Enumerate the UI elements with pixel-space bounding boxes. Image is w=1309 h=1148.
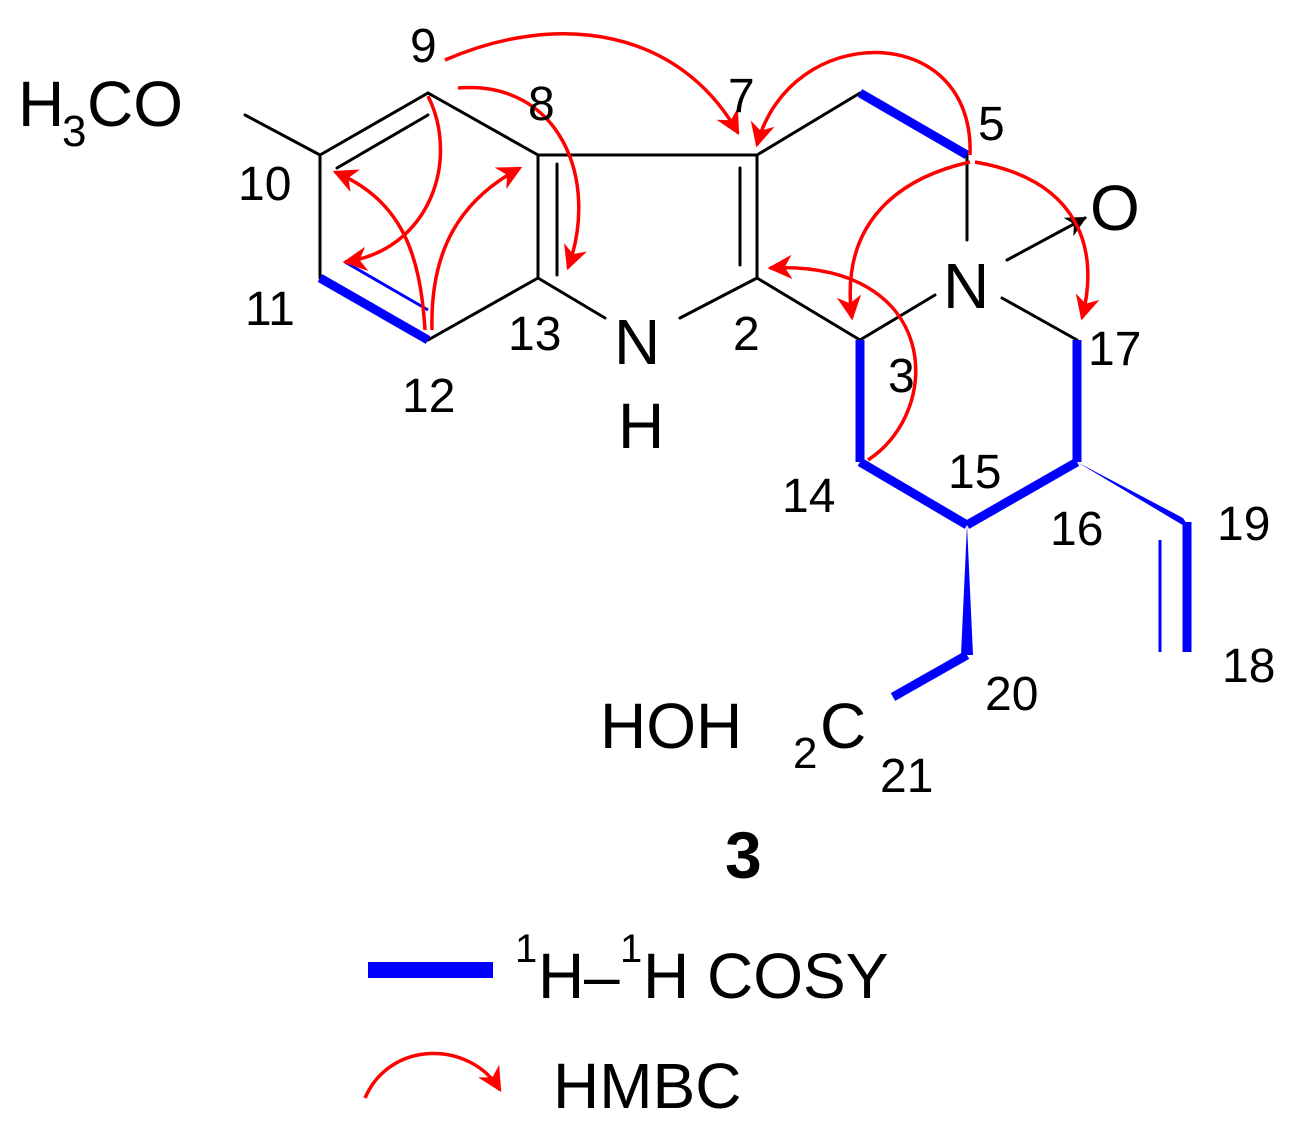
hmbc-arrows	[332, 32, 1100, 462]
svg-text:9: 9	[410, 20, 437, 73]
svg-text:3: 3	[888, 350, 915, 403]
svg-text:1: 1	[620, 927, 642, 971]
svg-text:20: 20	[985, 668, 1038, 721]
svg-text:3: 3	[62, 107, 86, 156]
oxide-oxygen: O	[1090, 172, 1140, 244]
svg-text:14: 14	[782, 470, 835, 523]
indole-nitrogen: N	[614, 306, 660, 378]
atom-numbers: 9 8 7 5 10 11 13 2 17 3 12 15 14 16 19 1…	[238, 20, 1275, 721]
hydroxymethyl-label: HOH 2 C 21	[600, 690, 933, 803]
svg-text:8: 8	[528, 78, 555, 131]
svg-text:CO: CO	[87, 68, 183, 140]
amine-nitrogen: N	[943, 250, 989, 322]
svg-text:12: 12	[402, 370, 455, 423]
n-oxide-arrow	[1005, 216, 1087, 262]
svg-text:H COSY: H COSY	[643, 940, 888, 1012]
svg-text:2: 2	[733, 308, 760, 361]
hmbc-legend-label: HMBC	[553, 1050, 741, 1122]
skeleton-bonds	[243, 91, 1079, 342]
svg-text:HOH: HOH	[600, 690, 742, 762]
legend: 1 H – 1 H COSY HMBC	[363, 927, 888, 1122]
svg-text:H: H	[18, 68, 64, 140]
svg-text:16: 16	[1050, 503, 1103, 556]
svg-text:C: C	[820, 690, 866, 762]
svg-text:H: H	[538, 940, 584, 1012]
cosy-legend-label: 1 H – 1 H COSY	[515, 927, 888, 1012]
svg-text:1: 1	[515, 927, 537, 971]
svg-text:11: 11	[245, 283, 295, 336]
hmbc-legend-swatch	[363, 1051, 502, 1099]
svg-text:–: –	[584, 940, 620, 1012]
svg-text:18: 18	[1222, 640, 1275, 693]
svg-text:15: 15	[948, 446, 1001, 499]
svg-text:13: 13	[508, 308, 561, 361]
svg-text:2: 2	[793, 729, 817, 778]
cosy-bonds	[317, 89, 1192, 701]
svg-text:17: 17	[1088, 323, 1141, 376]
compound-number: 3	[725, 818, 762, 892]
svg-text:7: 7	[728, 70, 755, 123]
indole-hydrogen: H	[618, 390, 664, 462]
svg-text:21: 21	[880, 750, 933, 803]
svg-text:5: 5	[978, 98, 1005, 151]
methoxy-label: H 3 CO	[18, 68, 183, 156]
svg-text:19: 19	[1217, 498, 1270, 551]
svg-text:10: 10	[238, 158, 291, 211]
